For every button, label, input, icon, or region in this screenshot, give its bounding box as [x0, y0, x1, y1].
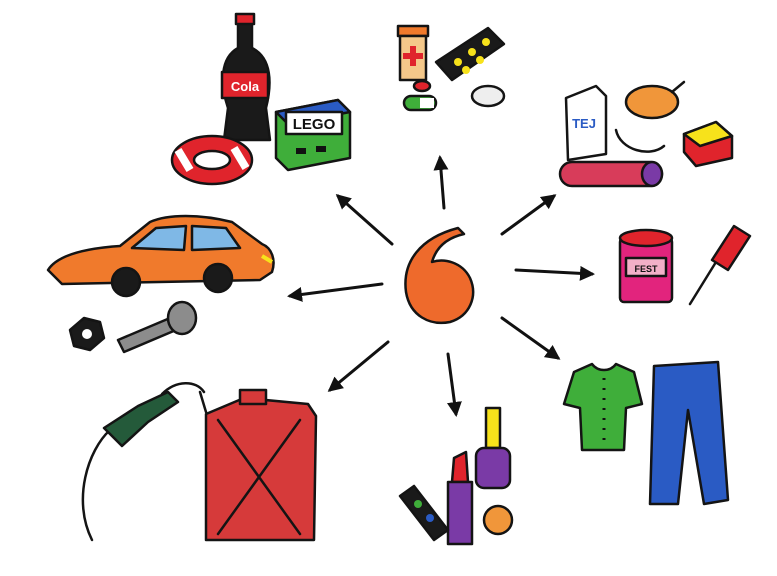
blister-pack-icon: [434, 26, 506, 82]
cola-bottle-icon: Cola: [220, 12, 272, 142]
orange-car-icon: [46, 214, 275, 298]
arrow-to-cosmetics: [446, 352, 462, 417]
center-quote-icon: [404, 226, 475, 325]
hex-nut-icon: [68, 316, 106, 352]
green-shirt-icon: [562, 362, 644, 452]
swim-ring-icon: [170, 134, 254, 186]
fuel-nozzle-icon: [81, 382, 208, 542]
jerry-can-icon: [204, 388, 318, 542]
eyeshadow-icon: [398, 484, 450, 542]
group-clothing: [562, 360, 730, 506]
lipstick-icon: [446, 450, 474, 546]
group-toys-drinks: Cola LEGO: [170, 12, 352, 186]
group-fuel: [81, 382, 318, 542]
paint-can-icon: FEST: [618, 228, 674, 304]
sausage-icon: [614, 128, 666, 153]
arrow-to-car: [287, 282, 384, 302]
cheese-icon: [682, 120, 734, 168]
salami-icon: [558, 160, 664, 188]
lego-box-icon: LEGO: [274, 98, 352, 172]
arrow-to-fuel: [327, 340, 390, 392]
roast-chicken-icon: [624, 80, 686, 120]
group-paint: FEST: [618, 224, 752, 306]
blue-jeans-icon: [648, 360, 730, 506]
group-pharmacy: [396, 24, 506, 112]
tablet-icon: [412, 79, 506, 108]
bolt-icon: [116, 300, 198, 354]
arrow-to-paint: [514, 265, 595, 281]
cola-label: Cola: [231, 79, 260, 94]
capsule-icon: [402, 94, 438, 112]
milk-carton-label: TEJ: [572, 116, 596, 131]
nail-polish-icon: [474, 406, 512, 490]
milk-carton-icon: TEJ: [564, 84, 608, 162]
group-car-parts: [46, 214, 275, 354]
arrow-to-pharmacy: [433, 155, 449, 210]
pill-bottle-icon: [396, 24, 430, 82]
arrow-to-clothing: [500, 316, 561, 360]
arrow-to-toys: [335, 194, 394, 246]
perfume-icon: [482, 504, 514, 536]
paint-can-label: FEST: [634, 264, 658, 274]
group-food: TEJ: [558, 80, 734, 188]
lego-label: LEGO: [293, 116, 336, 133]
arrow-to-food: [500, 194, 557, 236]
arrows: [287, 155, 595, 417]
paint-brush-icon: [688, 224, 752, 306]
group-cosmetics: [398, 406, 514, 546]
